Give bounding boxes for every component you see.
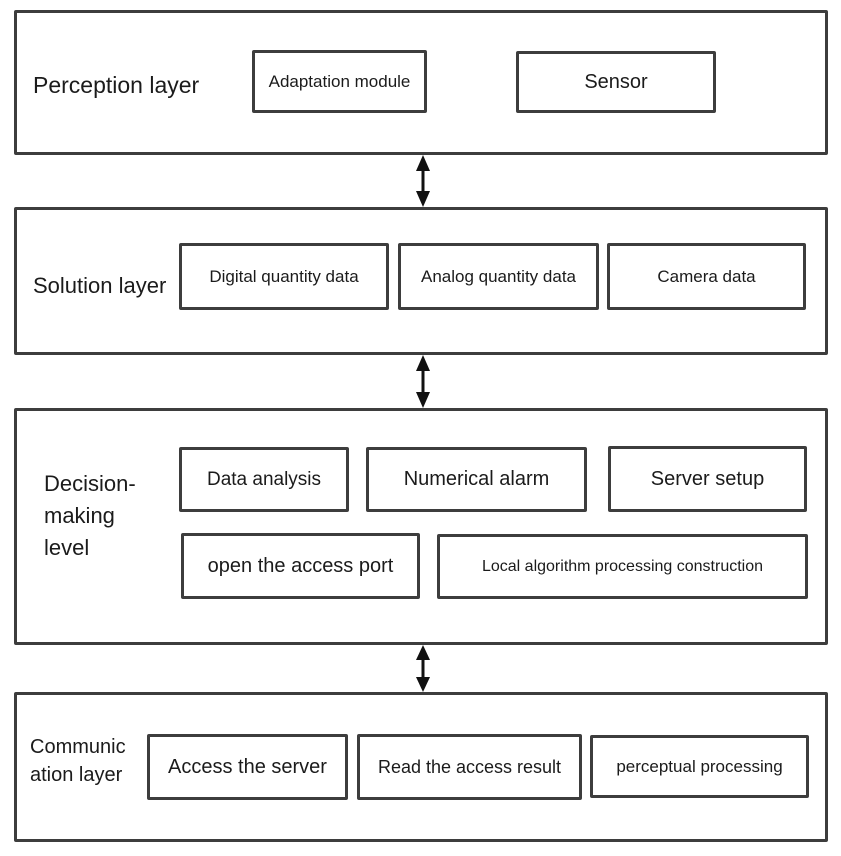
- perception-layer-label: Perception layer: [33, 72, 200, 98]
- open-access-port-box: open the access port: [181, 533, 420, 599]
- perception-layer-container: Perception layer Adaptation module Senso…: [14, 10, 828, 155]
- decision-making-level-container: Decision- making level Data analysis Num…: [14, 408, 828, 645]
- solution-layer-label: Solution layer: [33, 273, 167, 298]
- sensor-box: Sensor: [516, 51, 716, 113]
- numerical-alarm-box: Numerical alarm: [366, 447, 587, 512]
- decision-making-level-label: Decision- making level: [44, 471, 136, 560]
- communication-layer-label: Communic ation layer: [30, 736, 126, 786]
- digital-quantity-data-box: Digital quantity data: [179, 243, 389, 310]
- server-setup-box: Server setup: [608, 446, 807, 512]
- read-access-result-box: Read the access result: [357, 734, 582, 800]
- double-arrow-solution-decision: [413, 355, 433, 408]
- double-arrow-perception-solution: [413, 155, 433, 207]
- communication-layer-container: Communic ation layer Access the server R…: [14, 692, 828, 842]
- perceptual-processing-box: perceptual processing: [590, 735, 809, 798]
- camera-data-box: Camera data: [607, 243, 806, 310]
- solution-layer-container: Solution layer Digital quantity data Ana…: [14, 207, 828, 355]
- local-algorithm-processing-box: Local algorithm processing construction: [437, 534, 808, 599]
- data-analysis-box: Data analysis: [179, 447, 349, 512]
- access-server-box: Access the server: [147, 734, 348, 800]
- double-arrow-decision-communication: [413, 645, 433, 692]
- adaptation-module-box: Adaptation module: [252, 50, 427, 113]
- analog-quantity-data-box: Analog quantity data: [398, 243, 599, 310]
